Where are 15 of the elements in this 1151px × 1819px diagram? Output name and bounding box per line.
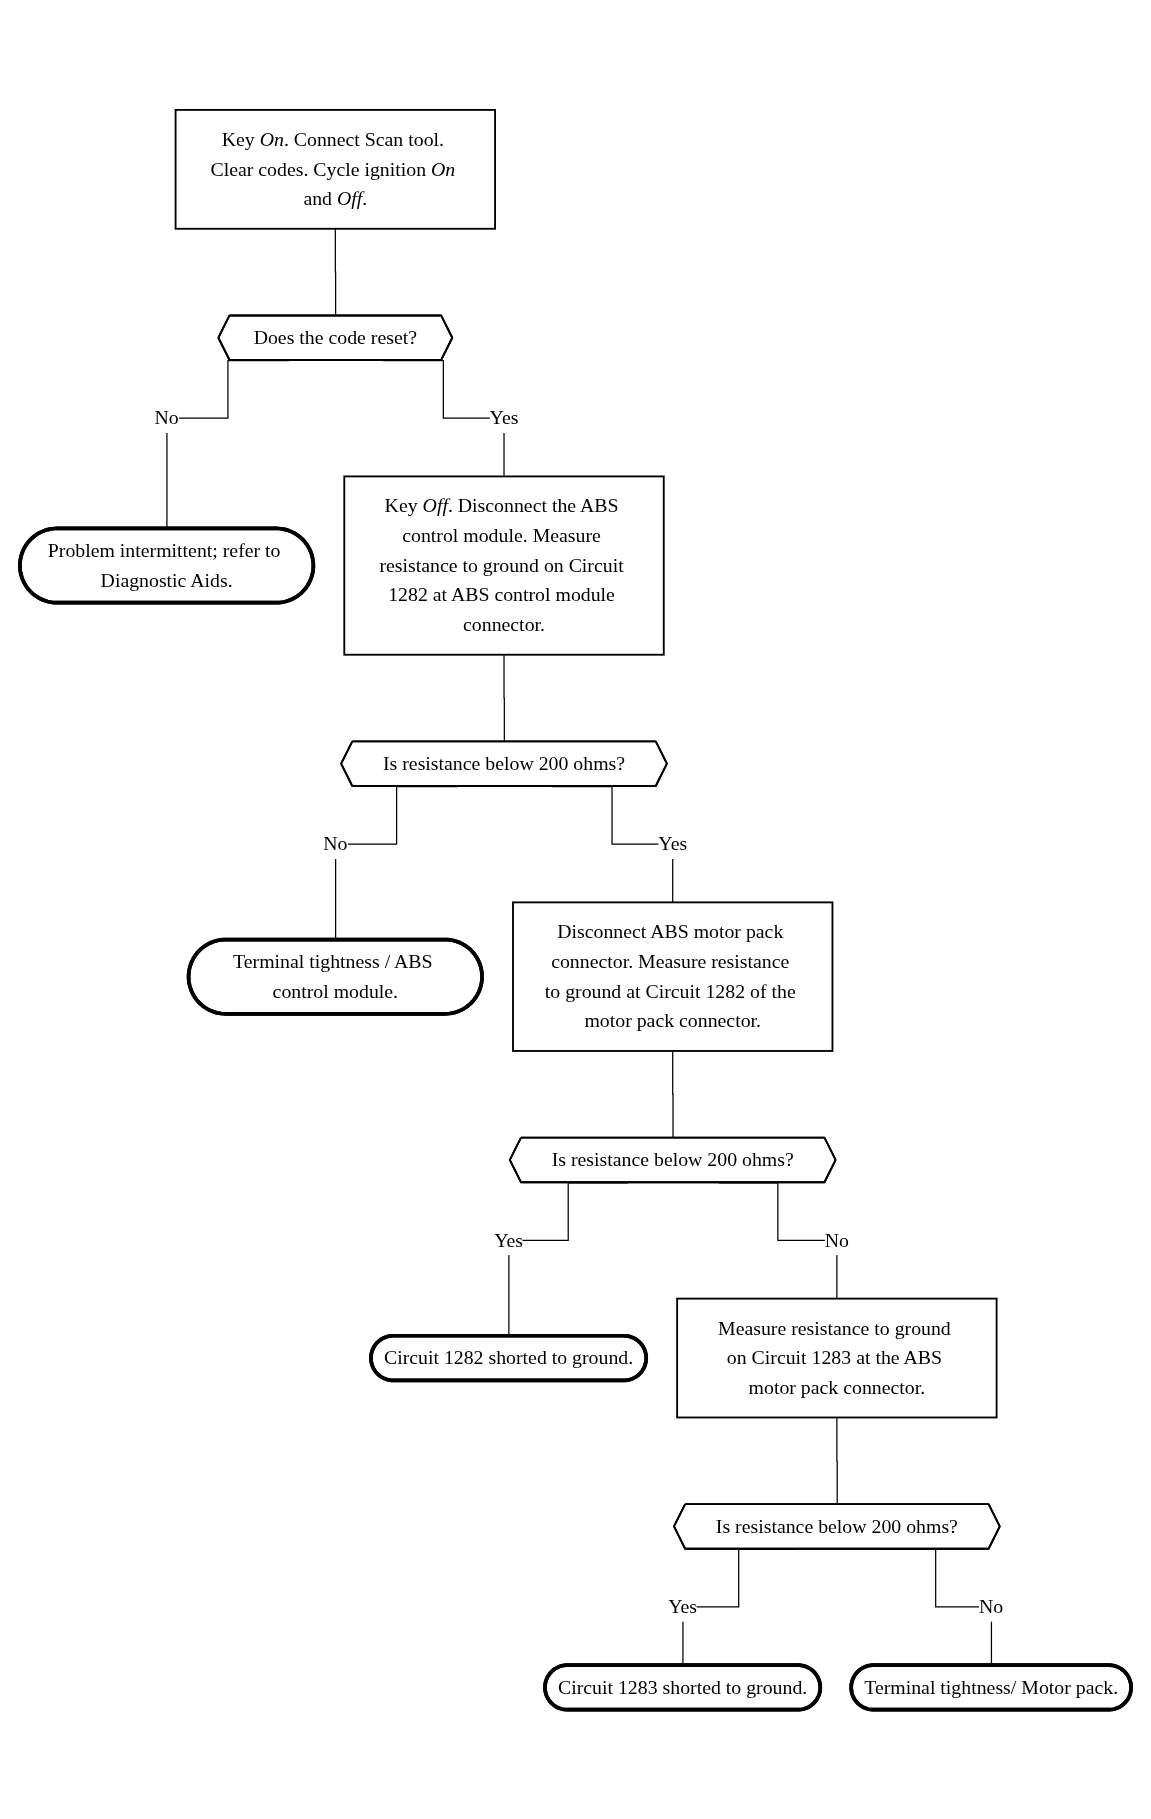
edge-label: Yes xyxy=(668,1595,698,1617)
node-box: Disconnect ABS motor pack connector. Measure resistance to ground at Circuit 1282 of the motor pack connector. xyxy=(512,901,834,1052)
edge-label: Yes xyxy=(494,1228,523,1251)
connector xyxy=(672,1050,674,1139)
edge-label: No xyxy=(323,832,348,854)
node-box: Measure resistance to ground on Circuit 1283 at the ABS motor pack connector. xyxy=(676,1297,998,1419)
connector xyxy=(334,227,337,317)
edge-label: Yes xyxy=(489,406,519,428)
connector xyxy=(503,653,506,743)
edge-label: No xyxy=(154,406,179,428)
node-box: Key On. Connect Scan tool. Clear codes. Cycle ignition On and Off. xyxy=(174,108,496,230)
node-box: Key Off. Disconnect the ABS control module. Measure resistance to ground on Circuit 1282 at ABS control module connector. xyxy=(343,475,665,656)
edge-label: No xyxy=(824,1228,849,1251)
edge-label: No xyxy=(979,1595,1004,1617)
edge-label: Yes xyxy=(658,832,688,854)
